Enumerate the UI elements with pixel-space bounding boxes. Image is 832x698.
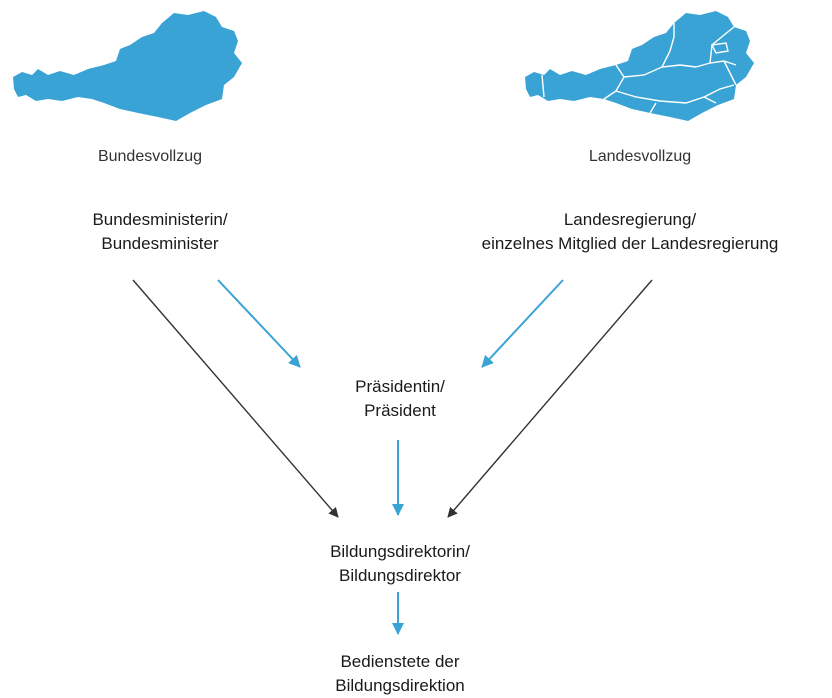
node-president: Präsidentin/ Präsident xyxy=(300,375,500,423)
node-president-line1: Präsidentin/ xyxy=(355,377,445,396)
node-education-director-line2: Bildungsdirektor xyxy=(339,566,461,585)
federal-caption: Bundesvollzug xyxy=(97,148,203,165)
arrow-federal-to-president xyxy=(217,279,301,368)
node-state-government: Landesregierung/ einzelnes Mitglied der … xyxy=(430,208,830,256)
node-federal-minister-line2: Bundesminister xyxy=(101,234,219,253)
node-staff: Bedienstete der Bildungsdirektion xyxy=(280,650,520,698)
node-education-director: Bildungsdirektorin/ Bildungsdirektor xyxy=(280,540,520,588)
node-education-director-line1: Bildungsdirektorin/ xyxy=(330,542,470,561)
arrow-state-to-president xyxy=(481,279,564,368)
arrow-federal-to-director xyxy=(132,279,339,518)
state-caption: Landesvollzug xyxy=(588,148,692,165)
arrow-state-to-director xyxy=(447,279,653,518)
austria-states-map-icon xyxy=(525,11,754,121)
node-staff-line2: Bildungsdirektion xyxy=(335,676,465,695)
node-federal-minister-line1: Bundesministerin/ xyxy=(92,210,228,229)
node-federal-minister: Bundesministerin/ Bundesminister xyxy=(40,208,280,256)
node-state-government-line2: einzelnes Mitglied der Landesregierung xyxy=(481,234,779,253)
node-state-government-line1: Landesregierung/ xyxy=(563,210,697,229)
austria-map-icon xyxy=(13,11,242,121)
node-president-line2: Präsident xyxy=(364,401,436,420)
node-staff-line1: Bedienstete der xyxy=(340,652,460,671)
